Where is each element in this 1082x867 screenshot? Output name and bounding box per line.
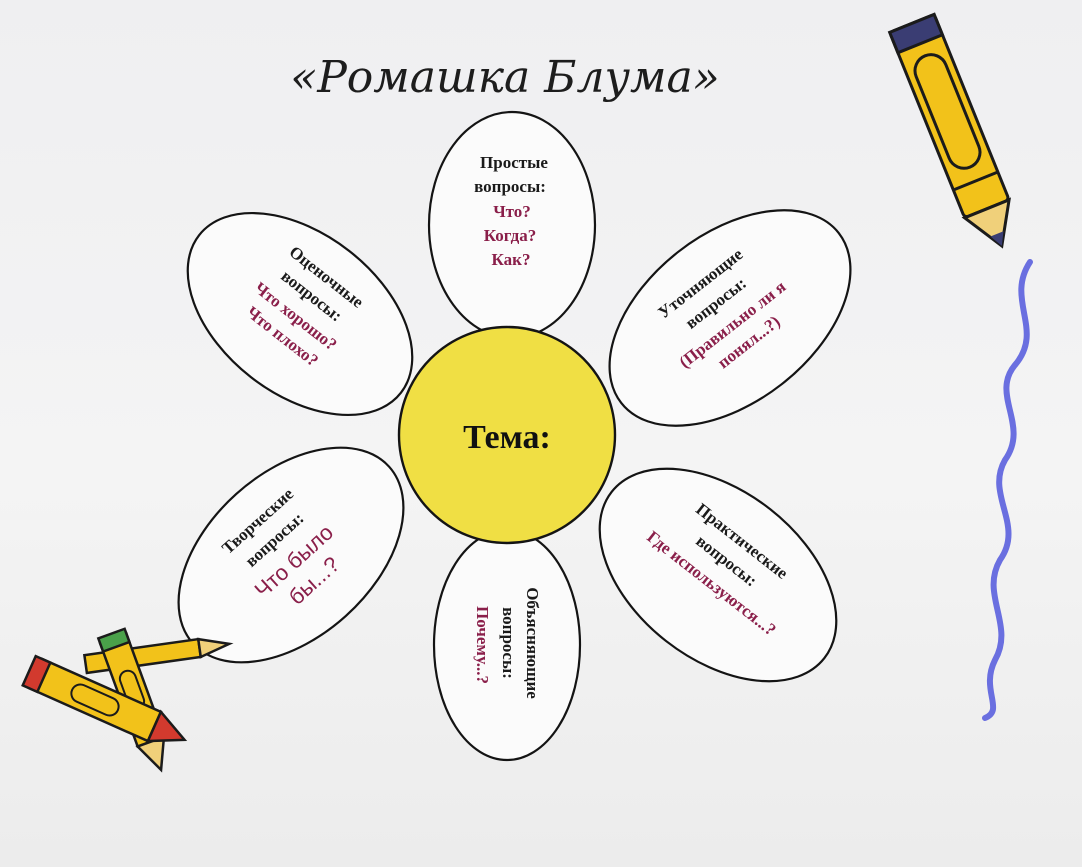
wavy-line-decoration (982, 259, 1033, 721)
petal-question: Когда? (484, 226, 536, 245)
pencil-icon (887, 12, 1011, 249)
petal-caption: вопросы: (474, 177, 546, 196)
petal-clarifying-questions: Уточняющие вопросы: (Правильно ли я поня… (608, 209, 852, 427)
petal-practical-questions: Практические вопросы: Где используются..… (598, 467, 838, 683)
crayon-icon (21, 654, 188, 743)
petal-evaluative-questions: Оценочные вопросы: Что хорошо? Что плохо… (186, 211, 414, 417)
center-topic: Тема: (397, 325, 617, 545)
petal-caption: Объясняющие (523, 587, 542, 699)
petal-question: Почему...? (473, 606, 492, 684)
petal-caption: вопросы: (499, 607, 518, 679)
svg-text:Объясняющие вопросы:: Объясняющие вопросы: Почему...? (473, 587, 542, 703)
svg-text:Простые вопросы: Ч: Простые вопросы: Что? Когда? Как? (474, 153, 552, 269)
petal-creative-questions: Творческие вопросы: Что было бы...? (177, 446, 405, 664)
center-label: Тема: (463, 419, 551, 456)
petal-question: Как? (492, 250, 531, 269)
petal-question: Что? (493, 202, 531, 221)
petal-explaining-questions: Объясняющие вопросы: Почему...? (432, 528, 582, 762)
petal-caption: Простые (480, 153, 548, 172)
petal-simple-questions: Простые вопросы: Что? Когда? Как? (427, 110, 597, 340)
page-title: «Ромашка Блума» (290, 52, 719, 103)
